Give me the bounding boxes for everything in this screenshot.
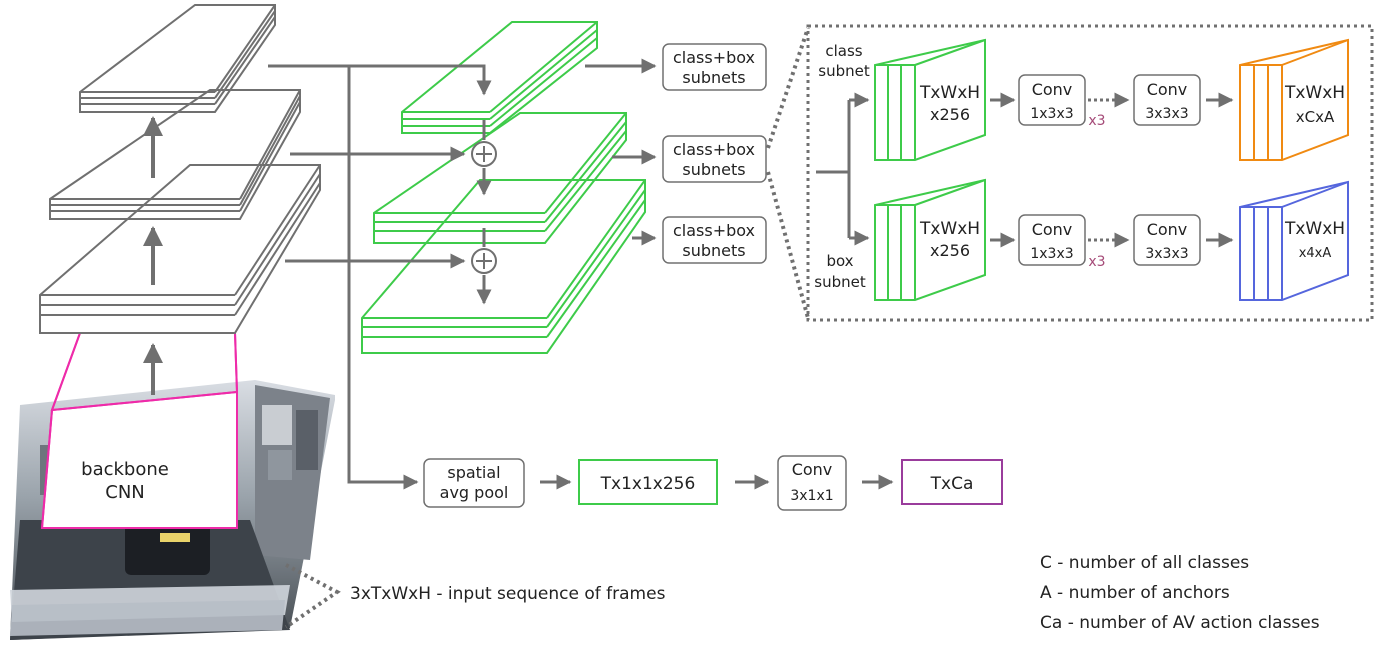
pooled-feature-label: Tx1x1x256 — [600, 474, 696, 494]
box-feature-label-2: x256 — [930, 241, 970, 260]
legend-item-3: Ca - number of AV action classes — [1040, 613, 1320, 633]
box-feature-label-1: TxWxH — [919, 219, 980, 239]
box-output-block — [1239, 180, 1349, 301]
box-subnet-label-2: subnet — [814, 273, 866, 291]
pool-label-1: spatial — [447, 463, 500, 482]
class-conv1-sub: 1x3x3 — [1030, 106, 1073, 122]
action-output-box — [901, 459, 1003, 505]
class-conv2-box — [1133, 74, 1201, 126]
branch-arrows — [816, 92, 870, 246]
box-subnet-label-1: box — [826, 252, 853, 270]
class-subnet-label-2: subnet — [818, 62, 870, 80]
class-repeat-label: x3 — [1088, 113, 1105, 129]
class-conv2-title: Conv — [1147, 80, 1188, 99]
class-output-block — [1239, 38, 1349, 161]
class-subnet-label-1: class — [825, 42, 862, 60]
box-conv1-sub: 1x3x3 — [1030, 246, 1073, 262]
subnets-box-2-line1: class+box — [673, 140, 755, 159]
class-feature-block — [874, 38, 986, 161]
detail-expansion-lines — [766, 27, 810, 319]
backbone-label-2: CNN — [105, 482, 145, 503]
input-caption: 3xTxWxH - input sequence of frames — [350, 584, 666, 604]
subnets-box-1-line1: class+box — [673, 48, 755, 67]
action-output-label: TxCa — [930, 474, 974, 494]
class-conv2-sub: 3x3x3 — [1145, 106, 1188, 122]
input-caption-pointer — [284, 563, 341, 629]
box-conv2-box — [1133, 214, 1201, 266]
detail-panel — [806, 24, 1374, 322]
box-repeat-label: x3 — [1088, 254, 1105, 270]
box-conv1-title: Conv — [1032, 220, 1073, 239]
spatial-avg-pool-box — [423, 458, 525, 508]
class-output-label-1: TxWxH — [1284, 83, 1345, 103]
subnets-box-1-line2: subnets — [682, 68, 745, 87]
box-conv1-box — [1018, 214, 1086, 266]
class-conv1-title: Conv — [1032, 80, 1073, 99]
subnets-box-3: class+box subnets — [662, 216, 767, 264]
temporal-conv-sub: 3x1x1 — [790, 488, 833, 504]
box-output-label-2: x4xA — [1299, 246, 1332, 261]
box-output-label-1: TxWxH — [1284, 219, 1345, 239]
temporal-conv-title: Conv — [792, 460, 833, 479]
class-output-label-2: xCxA — [1296, 108, 1335, 126]
backbone-cnn: backbone CNN — [40, 332, 239, 529]
subnet-arrows — [585, 58, 657, 246]
subnets-box-2-line2: subnets — [682, 160, 745, 179]
fpn-pyramid — [361, 21, 646, 354]
box-feature-block — [874, 178, 986, 301]
temporal-conv-box — [777, 455, 847, 511]
class-feature-label-1: TxWxH — [919, 83, 980, 103]
backbone-label-1: backbone — [81, 459, 169, 480]
class-conv1-box — [1018, 74, 1086, 126]
legend-item-1: C - number of all classes — [1040, 553, 1249, 573]
subnets-box-1: class+box subnets — [662, 43, 767, 91]
subnets-box-3-line2: subnets — [682, 241, 745, 260]
box-conv2-sub: 3x3x3 — [1145, 246, 1188, 262]
class-feature-label-2: x256 — [930, 105, 970, 124]
sum-nodes — [471, 141, 497, 274]
legend-item-2: A - number of anchors — [1040, 583, 1230, 603]
lateral-connections — [268, 64, 492, 490]
backbone-pyramid — [39, 4, 321, 334]
pooled-feature-box — [578, 459, 718, 505]
subnets-box-2: class+box subnets — [662, 135, 767, 183]
pool-label-2: avg pool — [440, 483, 509, 502]
box-conv2-title: Conv — [1147, 220, 1188, 239]
subnets-box-3-line1: class+box — [673, 221, 755, 240]
